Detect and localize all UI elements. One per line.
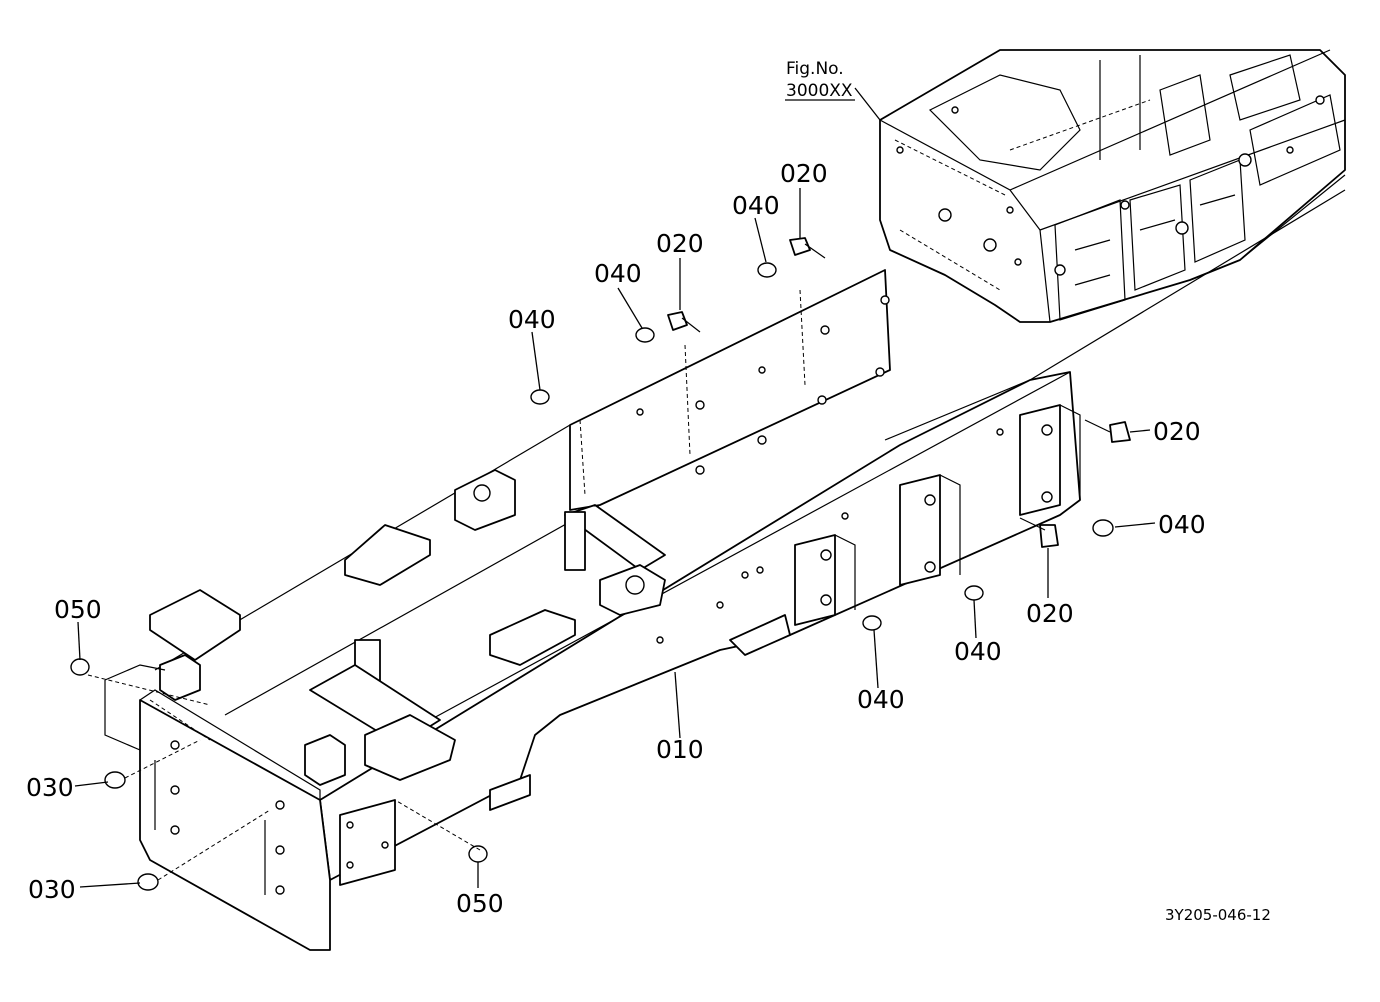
- callout-040: 040: [1158, 510, 1206, 539]
- drawing-code: 3Y205-046-12: [1165, 906, 1271, 924]
- front-frame-assembly: [139, 269, 1081, 951]
- callout-020: 020: [1153, 417, 1201, 446]
- callout-040: 040: [508, 305, 556, 334]
- callout-030: 030: [28, 875, 76, 904]
- callout-030: 030: [26, 773, 74, 802]
- callout-020: 020: [780, 159, 828, 188]
- callout-020: 020: [656, 229, 704, 258]
- part-callouts: Fig.No. 3000XX 020 040 020 040 040 020 0…: [26, 59, 1271, 924]
- callout-040: 040: [594, 259, 642, 288]
- callout-040: 040: [732, 191, 780, 220]
- leader-lines: [74, 87, 1156, 888]
- transmission-case-reference: [879, 49, 1346, 441]
- callout-050: 050: [54, 595, 102, 624]
- fig-ref-line1: Fig.No.: [786, 59, 844, 79]
- callout-010: 010: [656, 735, 704, 764]
- fasteners: [70, 237, 1131, 891]
- fig-ref-line2: 3000XX: [786, 81, 853, 101]
- callout-040: 040: [954, 637, 1002, 666]
- callout-050: 050: [456, 889, 504, 918]
- callout-020: 020: [1026, 599, 1074, 628]
- callout-040: 040: [857, 685, 905, 714]
